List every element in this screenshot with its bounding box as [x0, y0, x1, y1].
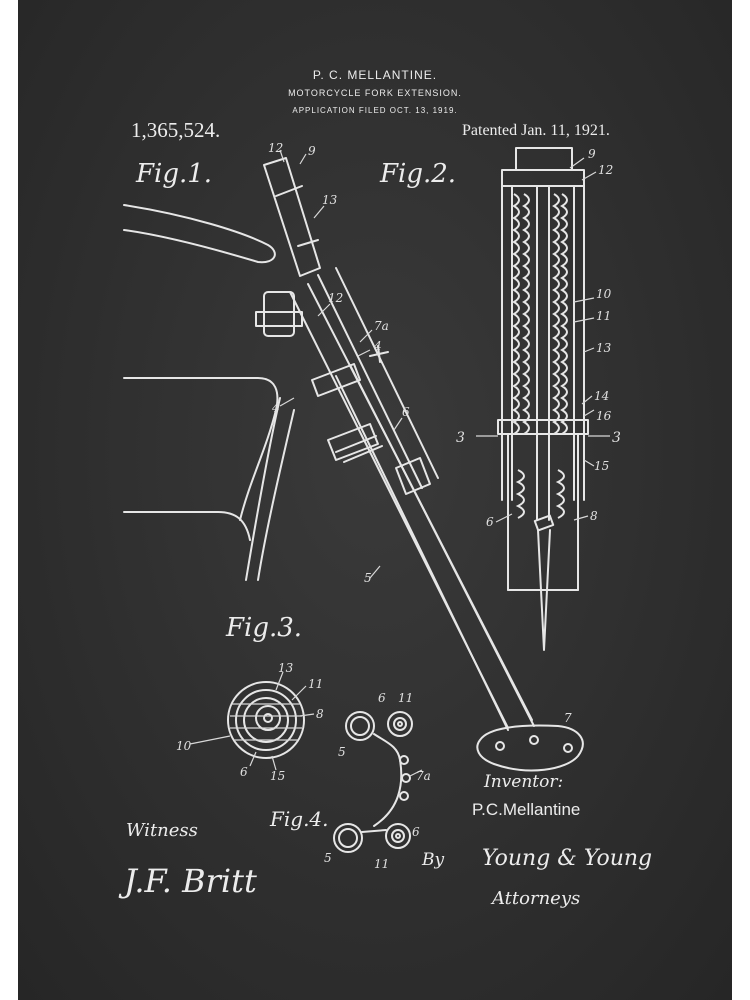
- fig1-label: Fig.1.: [135, 159, 212, 189]
- svg-text:15: 15: [270, 769, 285, 783]
- witness-label: Witness: [126, 820, 198, 841]
- inventor-label: Inventor:: [484, 772, 564, 792]
- svg-text:10: 10: [596, 287, 612, 301]
- svg-text:11: 11: [398, 691, 413, 705]
- svg-text:6: 6: [486, 515, 494, 529]
- fig3-label: Fig.3.: [225, 613, 302, 643]
- by-label: By: [422, 850, 445, 870]
- svg-text:11: 11: [596, 309, 611, 323]
- svg-text:3: 3: [612, 430, 621, 446]
- svg-text:4: 4: [271, 401, 280, 415]
- svg-text:8: 8: [316, 707, 324, 721]
- patent-drawing: Fig.1. Fig.2. Fig.3. Fig.4.: [123, 141, 621, 871]
- fig1-drawing: 12 9 13 12 7a 4 4 6 5: [123, 141, 584, 772]
- svg-text:6: 6: [240, 765, 248, 779]
- application-filed: APPLICATION FILED OCT. 13, 1919.: [292, 106, 458, 115]
- svg-text:9: 9: [588, 147, 596, 161]
- svg-text:6: 6: [402, 405, 410, 419]
- fig2-drawing: 3 3 9 12 10 11 13 14 16 15 6 8: [456, 147, 621, 651]
- svg-text:9: 9: [308, 144, 316, 158]
- fig2-label: Fig.2.: [379, 159, 456, 189]
- svg-text:16: 16: [596, 409, 612, 423]
- svg-text:12: 12: [268, 141, 283, 155]
- svg-text:5: 5: [364, 571, 372, 585]
- svg-text:15: 15: [594, 459, 609, 473]
- patent-title: MOTORCYCLE FORK EXTENSION.: [288, 88, 462, 98]
- svg-text:6: 6: [412, 825, 420, 839]
- svg-text:6: 6: [378, 691, 386, 705]
- attorney-signature: Young & Young: [482, 846, 653, 871]
- patent-sheet: P. C. MELLANTINE. MOTORCYCLE FORK EXTENS…: [18, 0, 732, 1000]
- fig4-drawing: 6 11 5 7a 5 11 6 7: [324, 691, 572, 871]
- svg-text:8: 8: [590, 509, 598, 523]
- patented-date: Patented Jan. 11, 1921.: [462, 122, 610, 139]
- witness-signature: J.F. Britt: [124, 862, 257, 900]
- svg-text:11: 11: [308, 677, 323, 691]
- fig3-drawing: 13 11 8 10 6 15: [176, 661, 324, 783]
- svg-text:12: 12: [328, 291, 343, 305]
- svg-text:5: 5: [324, 851, 332, 865]
- patent-number: 1,365,524.: [131, 118, 221, 142]
- svg-text:5: 5: [338, 745, 346, 759]
- svg-text:14: 14: [594, 389, 609, 403]
- inventor-name: P.C.Mellantine: [472, 800, 581, 819]
- svg-text:4: 4: [373, 339, 382, 353]
- inventor-heading: P. C. MELLANTINE.: [312, 68, 438, 82]
- svg-text:13: 13: [278, 661, 294, 675]
- svg-text:10: 10: [176, 739, 192, 753]
- svg-text:7a: 7a: [416, 769, 431, 783]
- fig4-label: Fig.4.: [269, 807, 329, 831]
- svg-text:13: 13: [322, 193, 338, 207]
- svg-text:11: 11: [374, 857, 389, 871]
- svg-text:13: 13: [596, 341, 612, 355]
- attorneys-label: Attorneys: [492, 888, 581, 909]
- svg-text:12: 12: [598, 163, 613, 177]
- svg-text:7: 7: [564, 711, 572, 725]
- svg-text:3: 3: [456, 430, 465, 446]
- svg-text:7a: 7a: [374, 319, 389, 333]
